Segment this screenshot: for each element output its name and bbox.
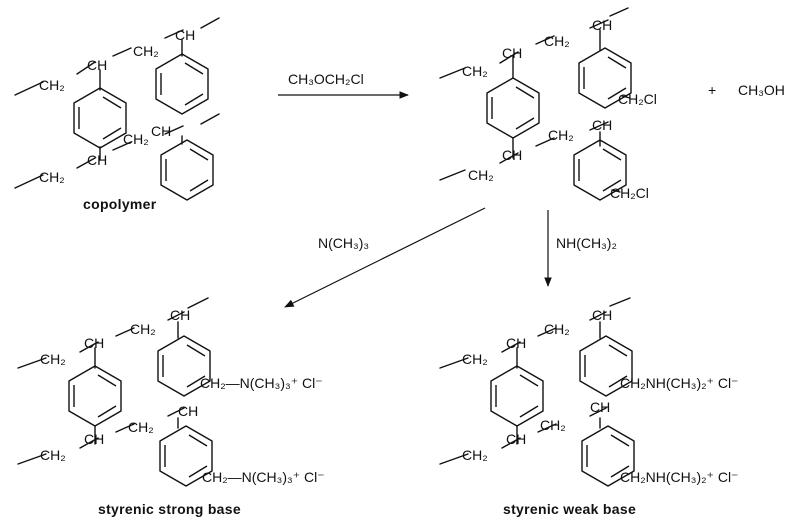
dimethylammonium-label-bottom: CH₂NH(CH₃)₂⁺ Cl⁻ — [620, 469, 738, 485]
copolymer-caption: copolymer — [83, 196, 157, 212]
ch-label: CH — [590, 399, 610, 415]
ch2-label: CH₂ — [544, 33, 570, 49]
strong-base-caption: styrenic strong base — [98, 501, 241, 517]
methanol-label: CH₃OH — [738, 82, 785, 98]
ch-label: CH — [502, 147, 522, 163]
trimethylamine-arrow — [284, 207, 486, 308]
strong-base-structure: CH CH₂ CH CH₂ CH₂—N(CH₃)₃⁺ Cl⁻ CH CH₂ CH… — [17, 297, 325, 487]
copolymer-structure: CH CH₂ CH CH₂ CH CH₂ CH CH₂ — [14, 17, 220, 201]
ammonium-label-top: CH₂—N(CH₃)₃⁺ Cl⁻ — [200, 375, 323, 391]
dimethylammonium-label-top: CH₂NH(CH₃)₂⁺ Cl⁻ — [620, 375, 738, 391]
ch2-label: CH₂ — [468, 167, 494, 183]
ch-label: CH — [506, 335, 526, 351]
trimethylamine-reagent: N(CH₃)₃ — [318, 235, 369, 251]
ch2-label: CH₂ — [548, 127, 574, 143]
ch2-label: CH₂ — [40, 351, 66, 367]
ch-label: CH — [84, 431, 104, 447]
ch2-label: CH₂ — [544, 321, 570, 337]
ch-label: CH — [87, 152, 107, 168]
ch2-label: CH₂ — [462, 63, 488, 79]
ch2-label: CH₂ — [133, 43, 159, 59]
weak-base-caption: styrenic weak base — [503, 501, 636, 517]
ch2cl-label: CH₂Cl — [618, 91, 657, 107]
plus-sign: + — [708, 82, 716, 98]
ch2-label: CH₂ — [128, 419, 154, 435]
ch-label: CH — [592, 307, 612, 323]
ch-label: CH — [175, 27, 195, 43]
ch-label: CH — [178, 403, 198, 419]
ch-label: CH — [592, 117, 612, 133]
ch-label: CH — [151, 123, 171, 139]
ch2-label: CH₂ — [123, 131, 149, 147]
ammonium-label-bottom: CH₂—N(CH₃)₃⁺ Cl⁻ — [202, 469, 325, 485]
dimethylamine-reagent: NH(CH₃)₂ — [556, 235, 617, 251]
ch-label: CH — [502, 45, 522, 61]
ch-label: CH — [506, 431, 526, 447]
chloromethylated-structure: CH CH₂ CH CH₂ CH₂Cl CH CH₂ CH CH₂ CH₂Cl — [439, 7, 657, 201]
weak-base-structure: CH CH₂ CH CH₂ CH₂NH(CH₃)₂⁺ Cl⁻ CH CH₂ CH… — [439, 297, 738, 487]
ch2-label: CH₂ — [540, 417, 566, 433]
ch-label: CH — [170, 307, 190, 323]
ch2-label: CH₂ — [40, 447, 66, 463]
ch2cl-label: CH₂Cl — [610, 185, 649, 201]
ch2-label: CH₂ — [39, 77, 65, 93]
ch-label: CH — [87, 57, 107, 73]
ch2-label: CH₂ — [39, 169, 65, 185]
ch-label: CH — [592, 17, 612, 33]
ch2-label: CH₂ — [462, 351, 488, 367]
chloromethylation-reagent: CH₃OCH₂Cl — [288, 71, 364, 87]
ch2-label: CH₂ — [130, 321, 156, 337]
ch-label: CH — [84, 335, 104, 351]
ch2-label: CH₂ — [462, 447, 488, 463]
